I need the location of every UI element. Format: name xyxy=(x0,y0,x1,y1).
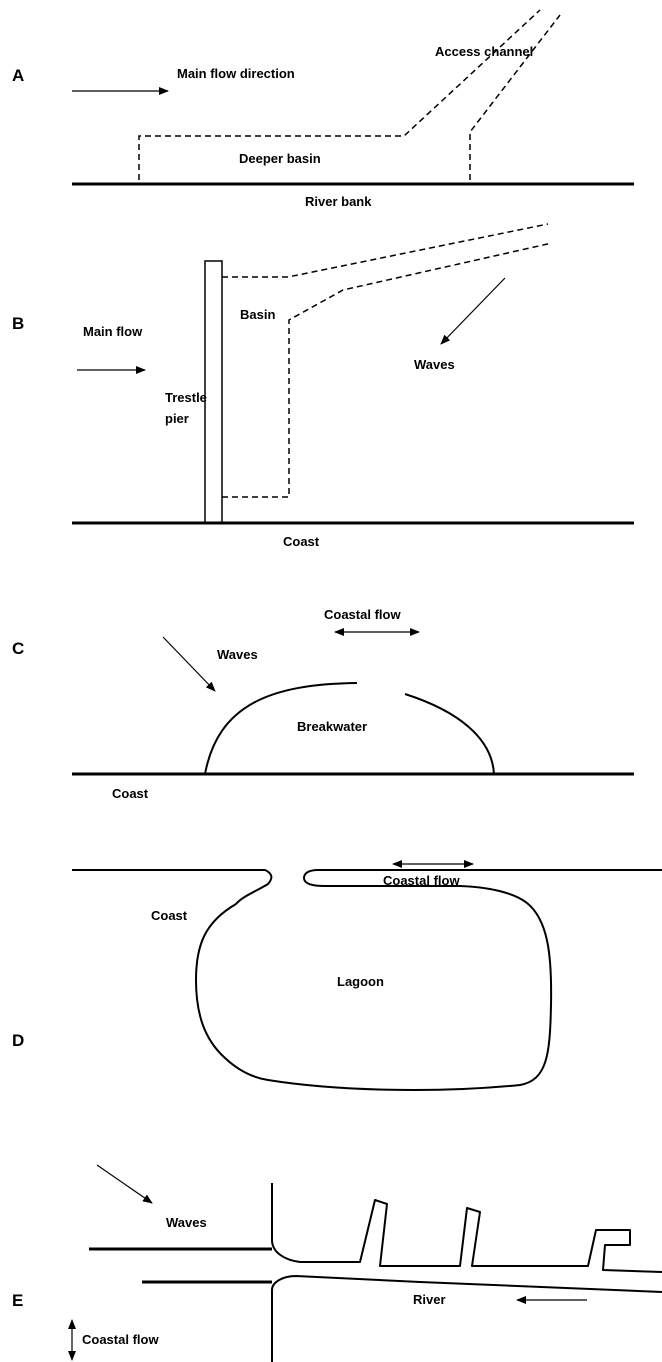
waves-arrow-e xyxy=(96,1164,153,1204)
main-flow-label: Main flow xyxy=(83,324,143,339)
coastal-flow-label-c: Coastal flow xyxy=(324,607,401,622)
panel-b: B Basin Main flow Waves Trestle pier Coa… xyxy=(12,223,634,549)
basin-outer-edge xyxy=(222,223,549,278)
panel-letter-b: B xyxy=(12,314,24,333)
panel-letter-e: E xyxy=(12,1291,23,1310)
breakwater-east-arm xyxy=(404,693,495,775)
trestle-pier xyxy=(204,260,223,524)
main-flow-direction-label: Main flow direction xyxy=(177,66,295,81)
panel-letter-a: A xyxy=(12,66,24,85)
lagoon-outline xyxy=(72,869,662,1092)
river-north-bank xyxy=(271,1183,662,1273)
panel-d: Coastal flow Coast Lagoon D xyxy=(12,860,662,1092)
deeper-basin-outline xyxy=(138,9,541,180)
river-label: River xyxy=(413,1292,446,1307)
coast-label-b: Coast xyxy=(283,534,320,549)
breakwater-west-arm xyxy=(204,682,358,775)
coastal-flow-label-e: Coastal flow xyxy=(82,1332,159,1347)
waves-arrow-b xyxy=(440,277,506,345)
waves-label-e: Waves xyxy=(166,1215,207,1230)
waves-label-b: Waves xyxy=(414,357,455,372)
access-channel-label: Access channel xyxy=(435,44,533,59)
basin-inner-edge xyxy=(222,242,553,498)
panel-c: C Coastal flow Waves Breakwater Coast xyxy=(12,607,634,801)
coastal-flow-label-d: Coastal flow xyxy=(383,873,460,888)
panel-a: A Main flow direction Access channel Dee… xyxy=(12,9,634,209)
basin-label: Basin xyxy=(240,307,275,322)
coast-label-c: Coast xyxy=(112,786,149,801)
waves-arrow-c xyxy=(162,636,216,692)
river-bank-label: River bank xyxy=(305,194,372,209)
panel-e: Waves River E Coastal flow xyxy=(12,1164,662,1362)
trestle-label: Trestle xyxy=(165,390,207,405)
pier-label: pier xyxy=(165,411,189,426)
access-channel-edge xyxy=(469,14,561,180)
breakwater-label: Breakwater xyxy=(297,719,367,734)
river-south-bank xyxy=(271,1275,662,1362)
deeper-basin-label: Deeper basin xyxy=(239,151,321,166)
panel-letter-d: D xyxy=(12,1031,24,1050)
lagoon-label: Lagoon xyxy=(337,974,384,989)
panel-letter-c: C xyxy=(12,639,24,658)
coast-label-d: Coast xyxy=(151,908,188,923)
waves-label-c: Waves xyxy=(217,647,258,662)
